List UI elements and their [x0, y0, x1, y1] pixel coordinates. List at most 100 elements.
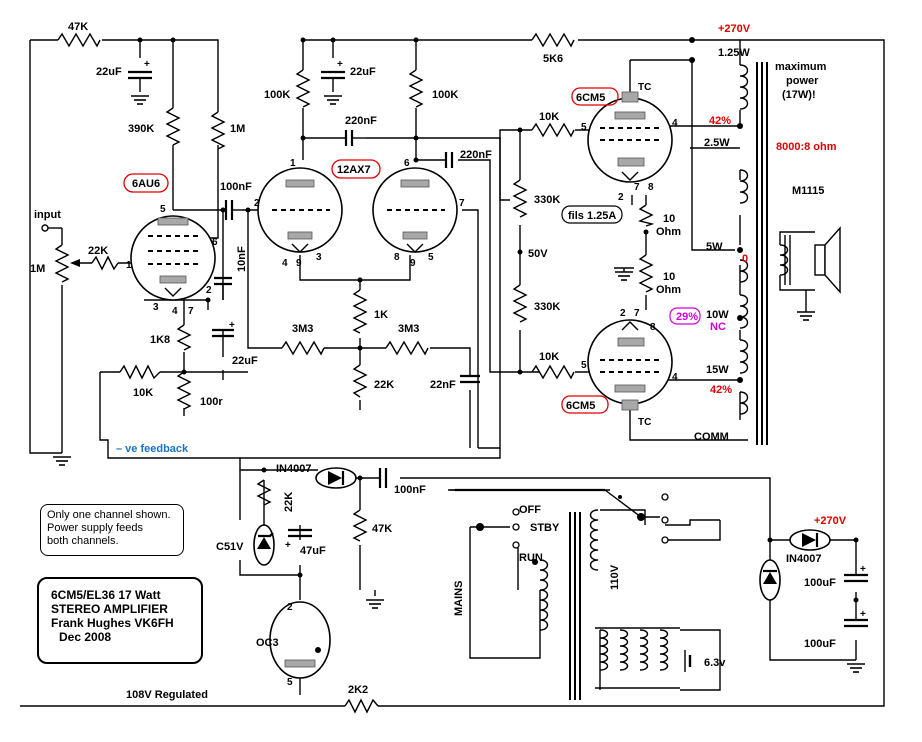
label-r-390k: 390K — [128, 123, 154, 135]
label-heater: 6.3v — [704, 657, 726, 669]
label-oc3-pin2: 2 — [287, 602, 293, 613]
label-r-100k-a: 100K — [264, 89, 290, 101]
label-tap-5w: 5W — [706, 241, 723, 253]
label-c-220nf-side: 220nF — [460, 149, 492, 161]
pin-v1-7: 7 — [188, 306, 194, 317]
pin-v1-5: 5 — [160, 204, 166, 215]
label-r-2k2: 2K2 — [348, 684, 368, 696]
label-neg-feedback: – ve feedback — [116, 443, 189, 455]
pin-v2-9b: 9 — [410, 258, 416, 269]
label-comm: COMM — [694, 431, 729, 443]
tube-12ax7-a — [257, 167, 343, 253]
label-tube-6cm5-top: 6CM5 — [576, 92, 605, 104]
label-c-psu-100nf: 100nF — [394, 484, 426, 496]
label-r-10-a-unit: Ohm — [656, 226, 681, 238]
pin-v2-4: 4 — [282, 258, 288, 269]
note-line-2: Power supply feeds — [47, 522, 143, 534]
volume-pot — [41, 224, 80, 267]
note-line-3: both channels. — [47, 535, 119, 547]
pin-v1-4: 4 — [172, 306, 178, 317]
label-fils: fils 1.25A — [568, 210, 616, 222]
label-sec-110v: 110V — [609, 564, 621, 590]
label-tap-15w: 15W — [706, 364, 729, 376]
svg-text:+: + — [285, 540, 291, 551]
tube-6au6 — [130, 215, 216, 301]
tube-6cm5-bottom — [587, 319, 673, 411]
label-tube-12ax7: 12AX7 — [337, 164, 371, 176]
label-c-22uf-b: 22uF — [350, 66, 376, 78]
note-line-1: Only one channel shown. — [47, 509, 171, 521]
label-c-220nf-top: 220nF — [345, 115, 377, 127]
label-sw-stby: STBY — [530, 522, 560, 534]
label-pct-42-bottom: 42% — [710, 384, 732, 396]
label-r-330k-bottom: 330K — [534, 301, 560, 313]
ground-symbols — [52, 95, 866, 673]
label-r-330k-top: 330K — [534, 194, 560, 206]
label-r-10-b-unit: Ohm — [656, 284, 681, 296]
label-r-5k6: 5K6 — [543, 53, 563, 65]
pin-v2-5: 5 — [428, 252, 434, 263]
junction-dots — [137, 37, 859, 603]
label-bias-50v: 50V — [528, 248, 548, 260]
title-block: 6CM5/EL36 17 Watt STEREO AMPLIFIER Frank… — [37, 577, 203, 664]
pin-v4-4: 4 — [672, 372, 678, 383]
label-c-22nf: 22nF — [430, 379, 456, 391]
label-r-reg-47k: 47K — [372, 523, 392, 535]
label-pct-42-top: 42% — [709, 115, 731, 127]
label-tap-25w: 2.5W — [704, 137, 730, 149]
label-sw-off: OFF — [519, 504, 541, 516]
pin-v2-7: 7 — [459, 198, 465, 209]
pin-v2-9: 9 — [296, 258, 302, 269]
label-r-3m3-a: 3M3 — [292, 323, 313, 335]
pin-v1-3: 3 — [153, 302, 159, 313]
label-diode-b: IN4007 — [786, 553, 821, 565]
tube-type-ovals — [123, 87, 701, 414]
pin-v3-2: 2 — [618, 192, 624, 203]
pin-v2-8: 8 — [394, 252, 400, 263]
label-b-plus: +270V — [718, 23, 751, 35]
label-tap-nc: NC — [710, 321, 726, 333]
tube-oc3 — [269, 601, 331, 679]
pin-v1-1: 1 — [126, 260, 132, 271]
title-line-4: Dec 2008 — [59, 630, 112, 644]
output-transformer — [689, 37, 841, 445]
label-c-22uf-a: 22uF — [96, 66, 122, 78]
label-ratio: 8000:8 ohm — [776, 141, 837, 153]
pin-v4-8: 8 — [650, 322, 656, 333]
pin-v2-1: 1 — [290, 158, 296, 169]
label-c-22uf-c: 22uF — [232, 355, 258, 367]
svg-text:+: + — [860, 609, 866, 620]
label-r-10k-fb: 10K — [133, 387, 153, 399]
pin-v3-8: 8 — [648, 182, 654, 193]
label-c-47uf: 47uF — [300, 545, 326, 557]
label-input: input — [34, 209, 61, 221]
label-diode-a: IN4007 — [276, 463, 311, 475]
tube-12ax7-b — [372, 167, 458, 253]
svg-text:+: + — [229, 320, 235, 331]
label-sw-run: RUN — [519, 552, 543, 564]
label-r-10-a: 10 — [663, 213, 675, 225]
label-r-22k-grid: 22K — [88, 245, 108, 257]
label-b-plus-2: +270V — [814, 515, 847, 527]
label-c-10nf: 10nF — [236, 246, 248, 272]
label-r-100k-b: 100K — [432, 89, 458, 101]
label-r-1m-volume: 1M — [30, 263, 45, 275]
label-r-22k-tail: 22K — [374, 379, 394, 391]
svg-text:+: + — [144, 59, 150, 70]
label-mains: MAINS — [453, 581, 465, 616]
label-tap-0: 0 — [742, 253, 748, 265]
label-zener: C51V — [216, 541, 244, 553]
pin-v1-2: 2 — [206, 285, 212, 296]
pin-v3-4: 4 — [672, 118, 678, 129]
label-tap-10w: 10W — [706, 309, 729, 321]
power-switch — [448, 489, 669, 549]
label-r-10k-top: 10K — [539, 111, 559, 123]
label-r-3m3-b: 3M3 — [398, 323, 419, 335]
label-c-100uf-a: 100uF — [804, 577, 836, 589]
label-tube-oc3: OC3 — [256, 637, 279, 649]
label-tube-6cm5-bottom: 6CM5 — [566, 400, 595, 412]
pin-v4-tc: TC — [638, 417, 651, 428]
label-max-power-1: maximum — [775, 61, 827, 73]
